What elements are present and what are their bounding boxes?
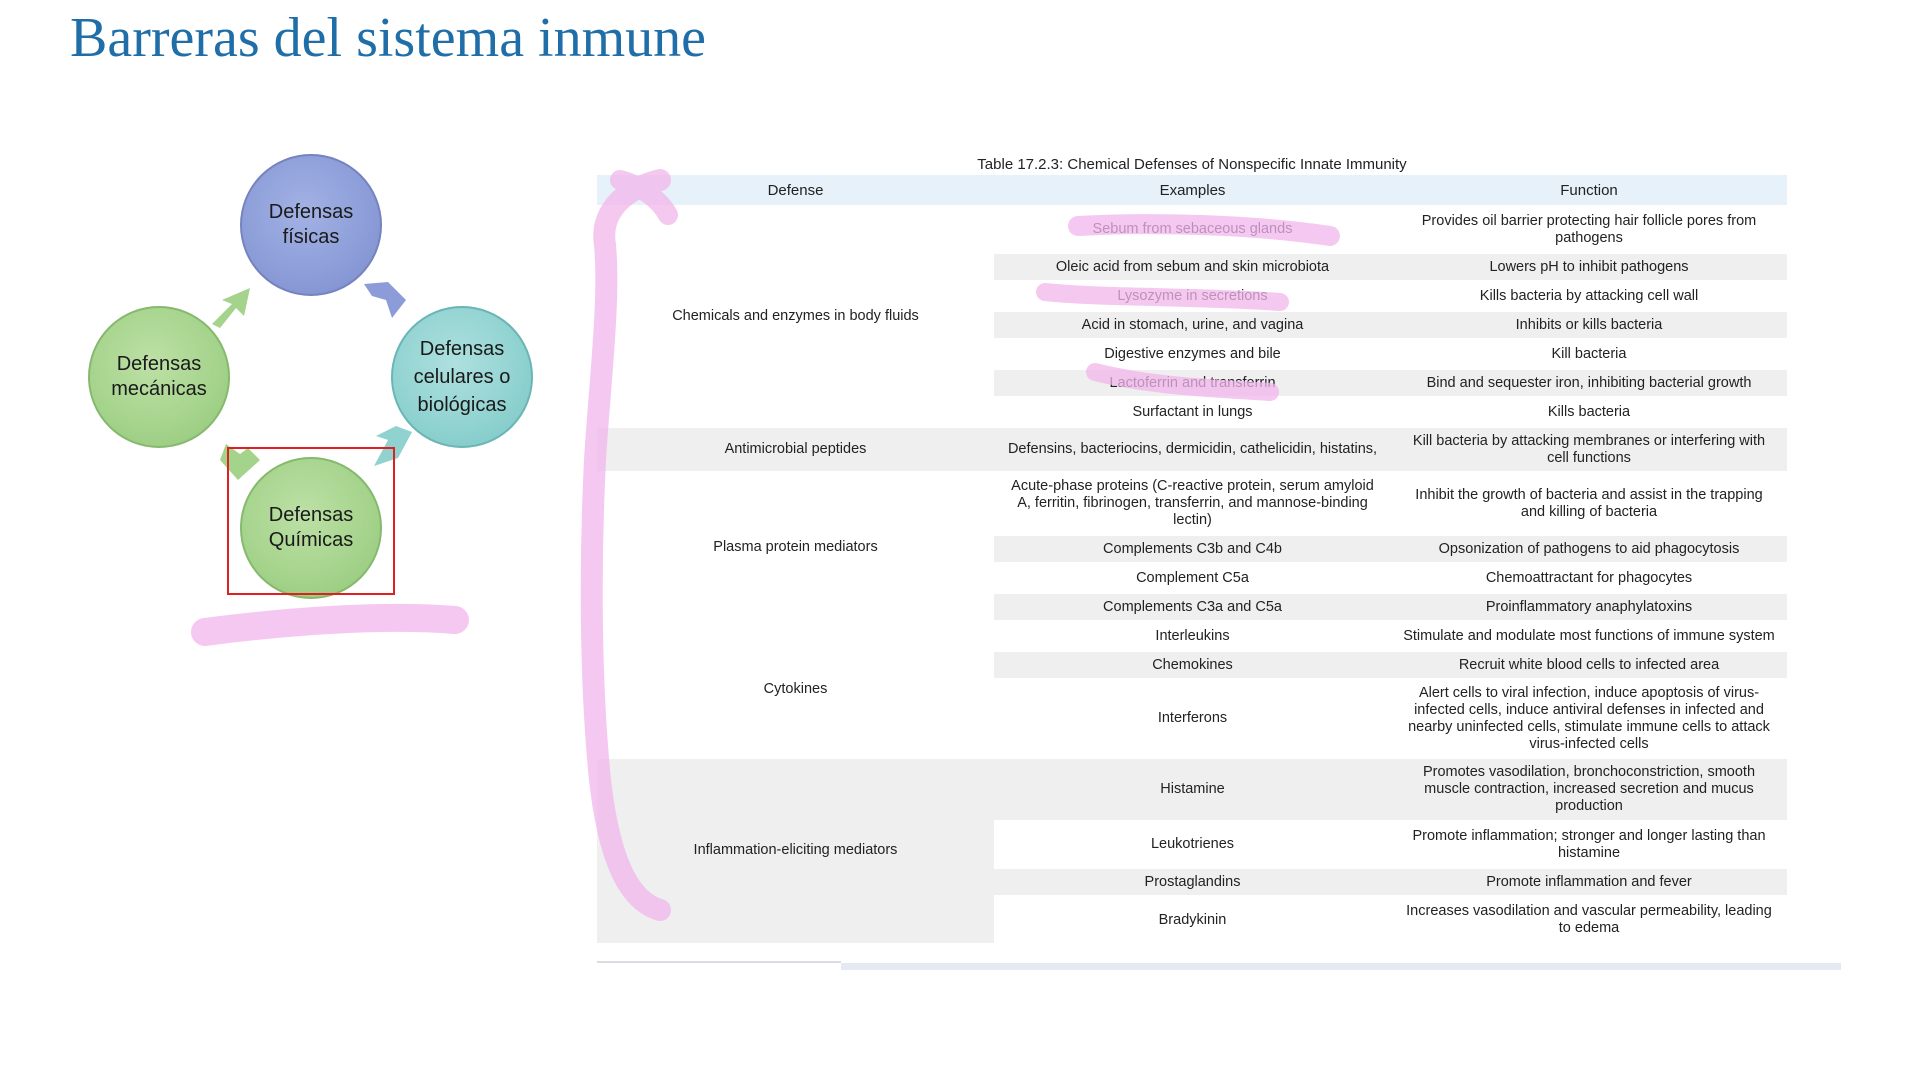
example-cell: Acid in stomach, urine, and vagina	[994, 309, 1391, 340]
function-cell: Recruit white blood cells to infected ar…	[1391, 649, 1787, 680]
example-cell: Surfactant in lungs	[994, 396, 1391, 427]
header-examples: Examples	[994, 175, 1391, 207]
function-cell: Kills bacteria	[1391, 396, 1787, 427]
table-bottom-rule	[597, 961, 841, 963]
defense-cell: Inflammation-eliciting mediators	[597, 756, 994, 943]
table-row: Oleic acid from sebum and skin microbiot…	[597, 251, 1787, 282]
example-cell: Oleic acid from sebum and skin microbiot…	[994, 251, 1391, 282]
table-row: Complements C3a and C5a Proinflammatory …	[597, 591, 1787, 622]
defense-cell: Antimicrobial peptides	[597, 425, 994, 473]
table-row: Inflammation-eliciting mediators Histami…	[597, 756, 1787, 943]
example-cell: Complement C5a	[994, 562, 1391, 593]
example-cell: Defensins, bacteriocins, dermicidin, cat…	[994, 425, 1391, 473]
immune-defense-cycle-diagram: Defensas físicas Defensas celulares o bi…	[0, 0, 560, 700]
example-cell: Prostaglandins	[994, 866, 1391, 897]
example-cell: Sebum from sebaceous glands	[994, 205, 1391, 253]
example-cell: Digestive enzymes and bile	[994, 338, 1391, 369]
node-line: celulares o	[413, 366, 511, 388]
table-row: Cytokines Interleukins Stimulate and mod…	[597, 620, 1787, 758]
function-cell: Inhibit the growth of bacteria and assis…	[1391, 471, 1787, 535]
arrow-fisicas-to-celulares	[364, 282, 406, 318]
table-row: Bradykinin Increases vasodilation and va…	[597, 895, 1787, 943]
table-row: Complements C3b and C4b Opsonization of …	[597, 533, 1787, 564]
function-cell: Alert cells to viral infection, induce a…	[1391, 678, 1787, 758]
function-cell: Bind and sequester iron, inhibiting bact…	[1391, 367, 1787, 398]
function-cell: Chemoattractant for phagocytes	[1391, 562, 1787, 593]
function-cell: Kill bacteria	[1391, 338, 1787, 369]
table-row: Antimicrobial peptides Defensins, bacter…	[597, 425, 1787, 473]
chemical-defenses-table: Defense Examples Function Chemicals and …	[597, 175, 1787, 943]
function-cell: Promote inflammation; stronger and longe…	[1391, 820, 1787, 868]
function-cell: Inhibits or kills bacteria	[1391, 309, 1787, 340]
example-cell: Acute-phase proteins (C-reactive protein…	[994, 471, 1391, 535]
arrow-quimicas-to-mecanicas	[220, 444, 260, 480]
table-row: Prostaglandins Promote inflammation and …	[597, 866, 1787, 897]
selection-box	[227, 447, 395, 595]
arrow-mecanicas-to-fisicas	[212, 288, 250, 328]
node-line: físicas	[282, 226, 340, 248]
function-cell: Promotes vasodilation, bronchoconstricti…	[1391, 756, 1787, 822]
example-cell: Histamine	[994, 756, 1391, 822]
table-row: Plasma protein mediators Acute-phase pro…	[597, 471, 1787, 622]
example-cell: Lysozyme in secretions	[994, 280, 1391, 311]
function-cell: Lowers pH to inhibit pathogens	[1391, 251, 1787, 282]
example-cell: Interleukins	[994, 620, 1391, 651]
table-row: Complement C5a Chemoattractant for phago…	[597, 562, 1787, 593]
header-defense: Defense	[597, 175, 994, 207]
node-line: Químicas	[268, 529, 354, 551]
defenses-table: Defense Examples Function Chemicals and …	[597, 175, 1787, 943]
example-cell: Chemokines	[994, 649, 1391, 680]
node-line: Defensas	[116, 353, 202, 375]
node-defensas-fisicas[interactable]: Defensas físicas	[240, 154, 382, 296]
node-line: Defensas	[268, 504, 354, 526]
example-cell: Complements C3b and C4b	[994, 533, 1391, 564]
defense-cell: Cytokines	[597, 620, 994, 758]
table-row: Interferons Alert cells to viral infecti…	[597, 678, 1787, 758]
node-defensas-mecanicas[interactable]: Defensas mecánicas	[88, 306, 230, 448]
defense-cell: Plasma protein mediators	[597, 471, 994, 622]
table-row: Chemicals and enzymes in body fluids Seb…	[597, 205, 1787, 427]
horizontal-scrollbar[interactable]	[841, 963, 1841, 970]
function-cell: Increases vasodilation and vascular perm…	[1391, 895, 1787, 943]
node-line: Defensas	[268, 201, 354, 223]
function-cell: Kills bacteria by attacking cell wall	[1391, 280, 1787, 311]
function-cell: Opsonization of pathogens to aid phagocy…	[1391, 533, 1787, 564]
table-header-row: Defense Examples Function	[597, 175, 1787, 207]
function-cell: Promote inflammation and fever	[1391, 866, 1787, 897]
node-line: mecánicas	[111, 378, 207, 400]
cycle-arrows	[212, 282, 412, 480]
example-cell: Lactoferrin and transferrin	[994, 367, 1391, 398]
table-row: Acid in stomach, urine, and vagina Inhib…	[597, 309, 1787, 340]
node-line: Defensas	[419, 338, 505, 360]
example-cell: Leukotrienes	[994, 820, 1391, 868]
node-defensas-quimicas[interactable]: Defensas Químicas	[240, 457, 382, 599]
function-cell: Proinflammatory anaphylatoxins	[1391, 591, 1787, 622]
arrow-celulares-to-quimicas	[374, 426, 412, 466]
table-row: Digestive enzymes and bile Kill bacteria	[597, 338, 1787, 369]
defense-cell: Chemicals and enzymes in body fluids	[597, 205, 994, 427]
table-row: Chemokines Recruit white blood cells to …	[597, 649, 1787, 680]
table-row: Leukotrienes Promote inflammation; stron…	[597, 820, 1787, 868]
table-caption: Table 17.2.3: Chemical Defenses of Nonsp…	[977, 156, 1407, 173]
function-cell: Stimulate and modulate most functions of…	[1391, 620, 1787, 651]
example-cell: Complements C3a and C5a	[994, 591, 1391, 622]
node-defensas-celulares[interactable]: Defensas celulares o biológicas	[391, 306, 533, 448]
function-cell: Kill bacteria by attacking membranes or …	[1391, 425, 1787, 473]
header-function: Function	[1391, 175, 1787, 207]
example-cell: Bradykinin	[994, 895, 1391, 943]
function-cell: Provides oil barrier protecting hair fol…	[1391, 205, 1787, 253]
node-line: biológicas	[417, 394, 507, 416]
slide-title: Barreras del sistema inmune	[70, 7, 707, 69]
example-cell: Interferons	[994, 678, 1391, 758]
table-row: Surfactant in lungs Kills bacteria	[597, 396, 1787, 427]
